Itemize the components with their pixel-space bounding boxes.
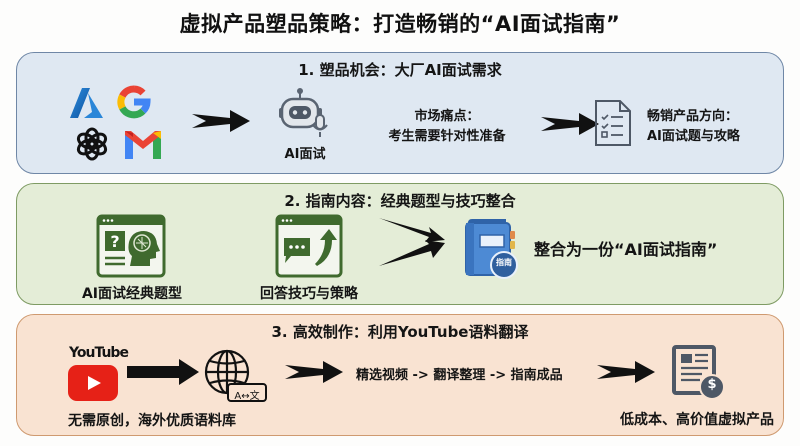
- robot-mic-icon: [279, 88, 328, 137]
- section-title: 3. 高效制作：利用YouTube语料翻译: [271, 323, 529, 341]
- chat-growth-icon: [275, 214, 343, 278]
- robot-label: AI面试: [284, 147, 326, 162]
- openai-logo-icon: [76, 127, 108, 161]
- guide-book-icon: [465, 219, 518, 279]
- book-badge: 指南: [496, 258, 512, 267]
- pipeline-text: 精选视频 -> 翻译整理 -> 指南成品: [356, 368, 563, 383]
- arrow-right-icon: [192, 110, 250, 132]
- pain-point-line1: 市场痛点：: [414, 109, 480, 124]
- item1-label: AI面试经典题型: [81, 286, 183, 302]
- svg-text:?: ?: [110, 232, 119, 251]
- youtube-wordmark: YouTube: [69, 345, 129, 361]
- pain-point-line2: 考生需要针对性准备: [388, 129, 506, 144]
- checklist-document-icon: [595, 100, 631, 146]
- priced-document-icon: [672, 345, 725, 400]
- arrow-right-icon: [597, 361, 655, 383]
- direction-line2: AI面试题与攻略: [647, 129, 740, 144]
- google-logo-icon: [117, 85, 151, 119]
- direction-line1: 畅销产品方向：: [647, 109, 739, 124]
- gmail-logo-icon: [125, 131, 161, 159]
- arrow-right-icon: [285, 361, 343, 383]
- page-title: 虚拟产品塑品策略：打造畅销的“AI面试指南”: [179, 12, 621, 36]
- dollar-sign: $: [707, 377, 717, 392]
- section-content: 2. 指南内容：经典题型与技巧整合 ? AI面试经典题型 回答技巧与策略: [16, 183, 784, 305]
- section-title: 2. 指南内容：经典题型与技巧整合: [284, 192, 516, 210]
- globe-translate-icon: [204, 349, 267, 402]
- arrow-right-icon: [541, 113, 599, 135]
- section-opportunity: 1. 塑品机会：大厂AI面试需求: [16, 52, 784, 174]
- merge-arrows-icon: [379, 218, 445, 266]
- arrow-right-icon: [127, 359, 199, 385]
- section-production: 3. 高效制作：利用YouTube语料翻译 YouTube A↔文 无需原创，海…: [16, 314, 784, 436]
- azure-logo-icon: [70, 88, 103, 118]
- source-caption: 无需原创，海外优质语料库: [68, 413, 236, 429]
- result-text: 整合为一份“AI面试指南”: [534, 240, 718, 259]
- product-caption: 低成本、高价值虚拟产品: [620, 412, 774, 428]
- item2-label: 回答技巧与策略: [260, 286, 358, 302]
- translate-badge: A↔文: [234, 391, 260, 402]
- question-brain-icon: ?: [96, 214, 166, 278]
- section-title: 1. 塑品机会：大厂AI面试需求: [298, 61, 502, 79]
- youtube-play-icon: [68, 365, 118, 401]
